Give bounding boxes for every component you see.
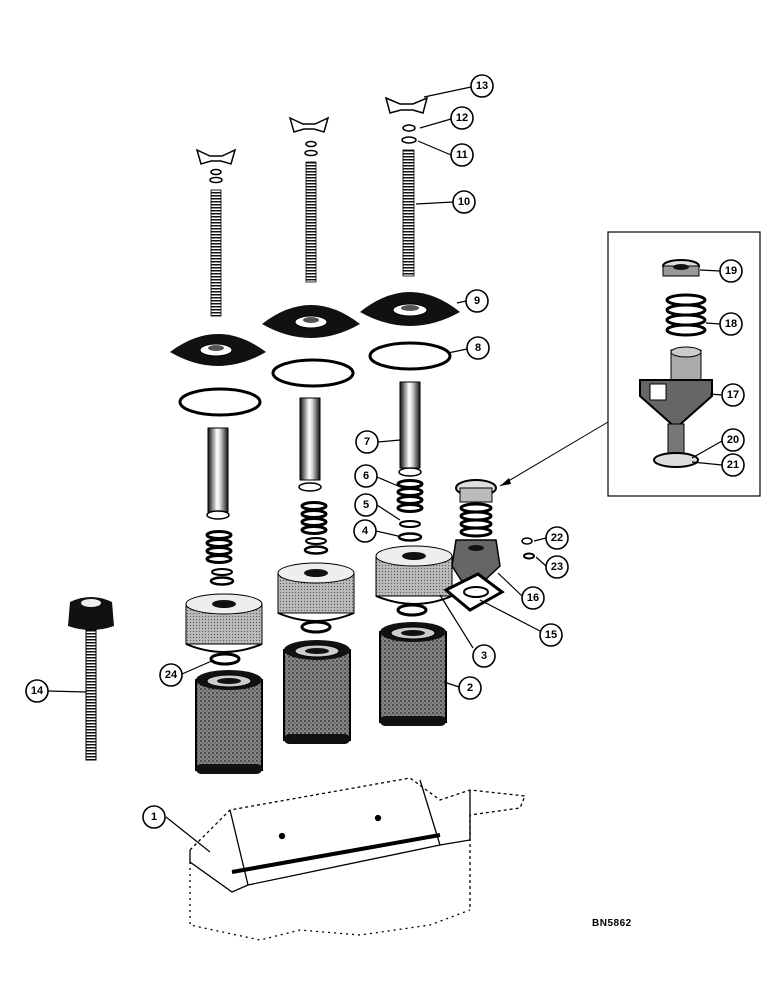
callout-10: 10 [452,190,476,214]
callout-12: 12 [450,106,474,130]
callout-14: 14 [25,679,49,703]
callout-17: 17 [721,383,745,407]
callout-3-label: 3 [481,650,487,662]
callout-5-label: 5 [363,499,369,511]
callout-11: 11 [450,143,474,167]
callout-13: 13 [470,74,494,98]
figure-code: BN5862 [592,918,632,929]
callout-3: 3 [472,644,496,668]
callout-20: 20 [721,428,745,452]
callout-4: 4 [353,519,377,543]
callout-22-label: 22 [551,532,563,544]
callout-13-label: 13 [476,80,488,92]
leader-lines [47,86,723,853]
callout-7: 7 [355,430,379,454]
callout-21-label: 21 [727,459,739,471]
callout-16: 16 [521,586,545,610]
callout-1: 1 [142,805,166,829]
callout-15-label: 15 [545,629,557,641]
callout-19-label: 19 [725,265,737,277]
dipstick-handle [68,597,114,761]
relief-valve-assembly [443,479,535,612]
callout-18-label: 18 [725,318,737,330]
callout-11-label: 11 [456,149,468,161]
callout-1-label: 1 [151,811,157,823]
callout-24-label: 24 [165,669,178,681]
callout-22: 22 [545,526,569,550]
filter-stack-left [170,148,266,774]
callout-18: 18 [719,312,743,336]
inset-detail-box [499,231,761,497]
filter-base-housing [189,777,526,941]
callout-15: 15 [539,623,563,647]
callout-19: 19 [719,259,743,283]
callout-8-label: 8 [475,342,481,354]
callout-6-label: 6 [363,470,369,482]
callout-21: 21 [721,453,745,477]
callout-17-label: 17 [727,389,739,401]
callout-2: 2 [458,676,482,700]
callout-20-label: 20 [727,434,739,446]
callout-6: 6 [354,464,378,488]
callout-12-label: 12 [456,112,468,124]
callout-23-label: 23 [551,561,563,573]
callout-8: 8 [466,336,490,360]
callout-23: 23 [545,555,569,579]
callout-24: 24 [159,663,183,687]
callout-9-label: 9 [474,295,480,307]
callout-5: 5 [354,493,378,517]
callout-14-label: 14 [31,685,44,697]
callout-7-label: 7 [364,436,370,448]
callout-9: 9 [465,289,489,313]
filter-stack-middle [262,116,360,744]
callout-4-label: 4 [362,525,369,537]
callout-16-label: 16 [527,592,539,604]
filter-stack-right [360,96,460,726]
callout-10-label: 10 [458,196,470,208]
callout-2-label: 2 [467,682,473,694]
